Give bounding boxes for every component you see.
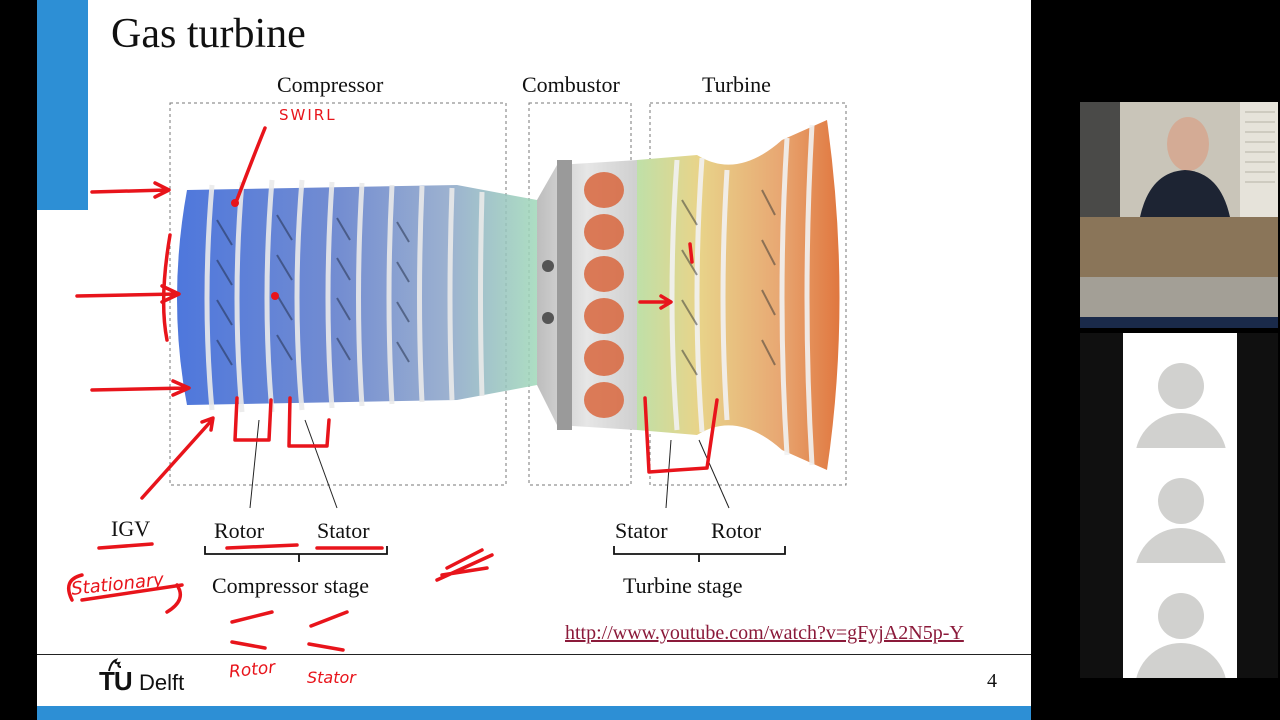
participant-video-feed[interactable] bbox=[1080, 102, 1278, 328]
pointer-lines bbox=[249, 419, 730, 509]
avatar-body-icon bbox=[1135, 528, 1227, 563]
swirl-annotation: SWIRL bbox=[279, 106, 337, 124]
slide-accent-bar bbox=[37, 0, 88, 210]
turbine-label: Turbine bbox=[702, 72, 771, 97]
compressor-rendering bbox=[177, 179, 537, 413]
footer-divider bbox=[37, 654, 1031, 655]
rotor-label-compressor: Rotor bbox=[214, 518, 265, 543]
turbine-stage-label: Turbine stage bbox=[623, 573, 743, 598]
avatar-head-icon bbox=[1158, 363, 1204, 409]
participant-avatar[interactable] bbox=[1123, 333, 1237, 448]
turbine-stage-brace bbox=[613, 546, 786, 562]
turbine-rendering bbox=[637, 120, 840, 470]
igv-label: IGV bbox=[111, 516, 151, 541]
compressor-stage-brace bbox=[204, 546, 388, 562]
logo-tu-text: TU bbox=[99, 666, 133, 696]
combustor-label: Combustor bbox=[522, 72, 620, 97]
avatar-head-icon bbox=[1158, 593, 1204, 639]
participant-avatar[interactable] bbox=[1123, 563, 1237, 678]
slide-title: Gas turbine bbox=[111, 11, 306, 57]
combustor-rendering bbox=[537, 160, 637, 430]
stator-label-turbine: Stator bbox=[615, 518, 668, 543]
slide-bottom-bar bbox=[37, 706, 1031, 720]
rotor-label-turbine: Rotor bbox=[711, 518, 762, 543]
participant-avatar[interactable] bbox=[1123, 448, 1237, 563]
page-number: 4 bbox=[987, 670, 997, 692]
compressor-stage-label: Compressor stage bbox=[212, 573, 370, 598]
gas-turbine-diagram bbox=[169, 102, 847, 562]
compressor-label: Compressor bbox=[277, 72, 384, 97]
youtube-link[interactable]: http://www.youtube.com/watch?v=gFyjA2N5p… bbox=[565, 622, 964, 644]
avatar-body-icon bbox=[1135, 413, 1227, 448]
tudelft-logo: TU Delft bbox=[99, 658, 229, 700]
presentation-slide: Gas turbine bbox=[37, 0, 1031, 720]
turbine-box bbox=[649, 102, 847, 486]
stator-label-compressor: Stator bbox=[317, 518, 370, 543]
stator-annotation: Stator bbox=[307, 668, 356, 687]
participants-panel bbox=[1031, 0, 1280, 720]
avatar-head-icon bbox=[1158, 478, 1204, 524]
flame-icon bbox=[108, 658, 122, 672]
webcam-image bbox=[1080, 102, 1278, 328]
logo-delft-text: Delft bbox=[139, 670, 185, 695]
avatar-body-icon bbox=[1135, 643, 1227, 678]
